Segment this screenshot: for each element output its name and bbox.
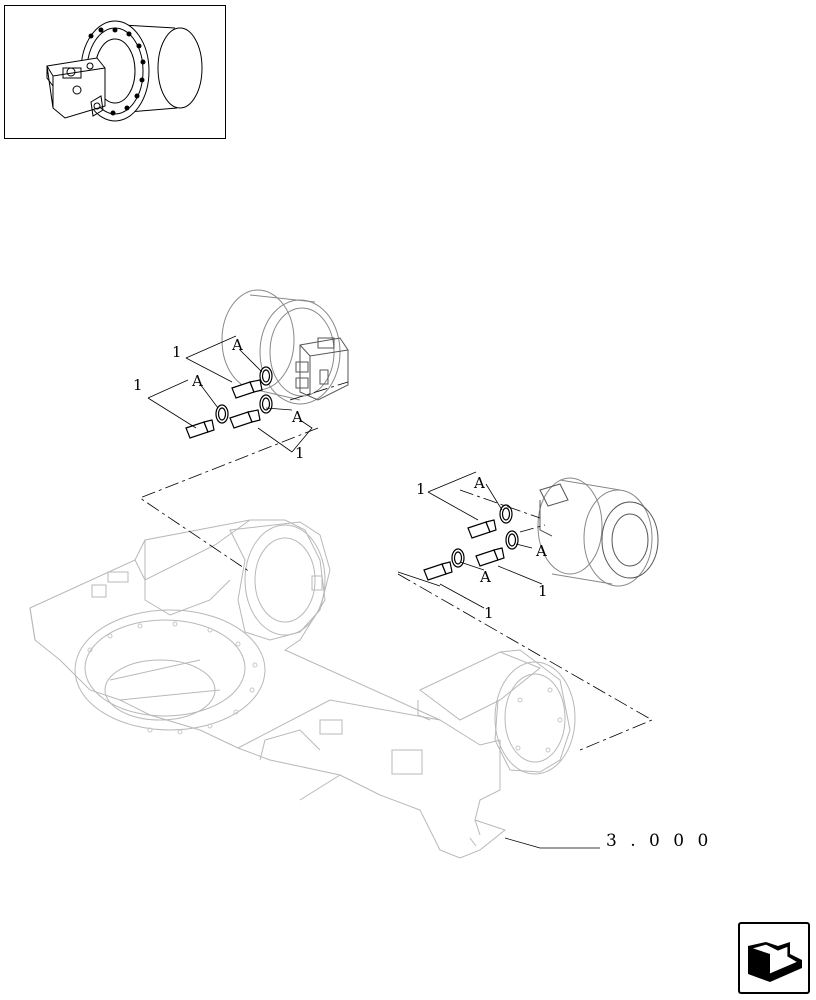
callout-seal-a-4: A bbox=[473, 474, 485, 492]
right-fittings-drawing bbox=[423, 504, 519, 581]
right-drive-motor-drawing bbox=[537, 477, 659, 587]
drawing-reference-number: 3 . 0 0 0 bbox=[606, 831, 712, 851]
callout-part-1-b: 1 bbox=[133, 376, 143, 394]
next-page-button[interactable] bbox=[738, 922, 810, 994]
callout-part-1-d: 1 bbox=[416, 480, 426, 498]
alignment-lines bbox=[139, 381, 653, 751]
axle-frame-drawing bbox=[29, 519, 576, 859]
callout-part-1-a: 1 bbox=[172, 343, 182, 361]
thumbnail-frame bbox=[4, 5, 226, 139]
callout-part-1-e: 1 bbox=[538, 582, 548, 600]
final-drive-motor-icon bbox=[46, 20, 203, 122]
left-fittings-drawing bbox=[185, 366, 273, 439]
callout-seal-a-3: A bbox=[291, 408, 303, 426]
next-page-arrow-icon bbox=[748, 942, 802, 982]
leader-lines bbox=[147, 335, 600, 849]
callout-part-1-c: 1 bbox=[295, 444, 305, 462]
callout-part-1-f: 1 bbox=[484, 604, 494, 622]
callout-seal-a-6: A bbox=[479, 568, 491, 586]
callout-seal-a-2: A bbox=[191, 372, 203, 390]
callout-seal-a-1: A bbox=[231, 336, 243, 354]
callout-seal-a-5: A bbox=[535, 542, 547, 560]
